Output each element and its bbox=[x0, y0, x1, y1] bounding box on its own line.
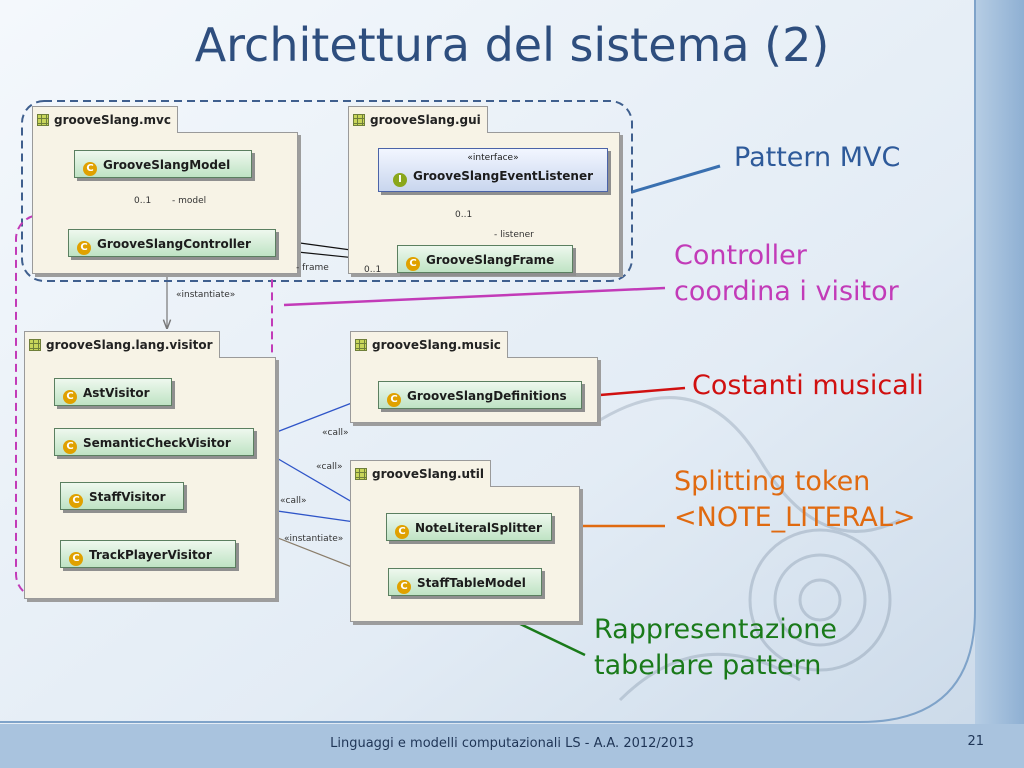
callout-rappresentazione-line2: tabellare pattern bbox=[594, 650, 822, 681]
package-icon bbox=[355, 339, 367, 351]
package-gui-tab: grooveSlang.gui bbox=[348, 106, 488, 133]
edge-label-call-staff-splitter: «call» bbox=[280, 496, 307, 506]
class-icon: C bbox=[395, 525, 409, 539]
class-icon: C bbox=[406, 257, 420, 271]
class-name: NoteLiteralSplitter bbox=[415, 521, 542, 535]
edge-label-call-semantic-splitter: «call» bbox=[316, 462, 343, 472]
slide-title: Architettura del sistema (2) bbox=[194, 18, 830, 72]
slide-page-number: 21 bbox=[967, 734, 984, 749]
package-music-label: grooveSlang.music bbox=[372, 338, 501, 352]
class-icon: C bbox=[63, 440, 77, 454]
package-visitor-tab: grooveSlang.lang.visitor bbox=[24, 331, 220, 358]
callout-rappresentazione-line1: Rappresentazione bbox=[594, 614, 837, 645]
edge-label-model-multiplicity: 0..1 bbox=[134, 196, 152, 206]
class-groove-slang-controller: C GrooveSlangController bbox=[68, 229, 276, 257]
callout-pattern-mvc: Pattern MVC bbox=[734, 140, 900, 176]
leader-mvc bbox=[631, 164, 721, 194]
callout-costanti-musicali: Costanti musicali bbox=[692, 368, 924, 404]
footer-band bbox=[0, 724, 1024, 768]
class-name: GrooveSlangDefinitions bbox=[407, 389, 567, 403]
interface-stereotype: «interface» bbox=[467, 153, 519, 163]
package-util-body bbox=[350, 486, 580, 622]
class-name: GrooveSlangFrame bbox=[426, 253, 555, 267]
class-icon: C bbox=[63, 390, 77, 404]
callout-pattern-mvc-text: Pattern MVC bbox=[734, 142, 901, 173]
class-semantic-check-visitor: C SemanticCheckVisitor bbox=[54, 428, 254, 456]
decorative-swirl bbox=[599, 396, 901, 702]
slide-panel-curve bbox=[0, 0, 976, 723]
callout-controller-line2: coordina i visitor bbox=[674, 276, 899, 307]
class-groove-slang-model: C GrooveSlangModel bbox=[74, 150, 252, 178]
interface-name: GrooveSlangEventListener bbox=[412, 169, 594, 183]
class-name: GrooveSlangModel bbox=[103, 158, 231, 172]
leader-controller bbox=[283, 286, 666, 307]
edge-label-frame-multiplicity: 0..1 bbox=[364, 265, 382, 275]
class-name: GrooveSlangController bbox=[97, 237, 251, 251]
class-groove-slang-definitions: C GrooveSlangDefinitions bbox=[378, 381, 582, 409]
class-note-literal-splitter: C NoteLiteralSplitter bbox=[386, 513, 552, 541]
class-track-player-visitor: C TrackPlayerVisitor bbox=[60, 540, 236, 568]
edge-label-listener-role: - listener bbox=[494, 230, 534, 240]
edge-label-call-definitions: «call» bbox=[322, 428, 349, 438]
class-icon: C bbox=[77, 241, 91, 255]
package-util-label: grooveSlang.util bbox=[372, 467, 485, 481]
class-staff-visitor: C StaffVisitor bbox=[60, 482, 184, 510]
package-icon bbox=[353, 114, 365, 126]
package-music-tab: grooveSlang.music bbox=[350, 331, 508, 358]
interface-groove-slang-event-listener: «interface» I GrooveSlangEventListener bbox=[378, 148, 608, 192]
class-icon: C bbox=[69, 494, 83, 508]
class-ast-visitor: C AstVisitor bbox=[54, 378, 172, 406]
callout-splitting-token: Splitting token <NOTE_LITERAL> bbox=[674, 464, 915, 536]
edge-label-frame-role: - frame bbox=[296, 263, 329, 273]
class-name: StaffTableModel bbox=[417, 576, 526, 590]
class-name: StaffVisitor bbox=[89, 490, 166, 504]
callout-controller-line1: Controller bbox=[674, 240, 807, 271]
class-staff-table-model: C StaffTableModel bbox=[388, 568, 542, 596]
class-groove-slang-frame: C GrooveSlangFrame bbox=[397, 245, 573, 273]
package-mvc-tab: grooveSlang.mvc bbox=[32, 106, 178, 133]
edge-label-instantiate-tablemodel: «instantiate» bbox=[284, 534, 344, 544]
slide-footer: Linguaggi e modelli computazionali LS - … bbox=[330, 736, 694, 751]
leader-definitions bbox=[587, 386, 686, 398]
interface-icon: I bbox=[392, 173, 407, 187]
class-name: AstVisitor bbox=[83, 386, 150, 400]
class-name: SemanticCheckVisitor bbox=[83, 436, 231, 450]
class-icon: C bbox=[69, 552, 83, 566]
callout-splitting-line1: Splitting token bbox=[674, 466, 871, 497]
edge-label-listener-multiplicity: 0..1 bbox=[455, 210, 473, 220]
class-icon: C bbox=[387, 393, 401, 407]
class-name: TrackPlayerVisitor bbox=[89, 548, 212, 562]
class-icon: C bbox=[397, 580, 411, 594]
callout-rappresentazione: Rappresentazione tabellare pattern bbox=[594, 612, 837, 684]
class-icon: C bbox=[83, 162, 97, 176]
package-mvc-label: grooveSlang.mvc bbox=[54, 113, 171, 127]
callout-splitting-line2: <NOTE_LITERAL> bbox=[674, 502, 916, 533]
callout-controller: Controller coordina i visitor bbox=[674, 238, 899, 310]
package-icon bbox=[37, 114, 49, 126]
package-icon bbox=[355, 468, 367, 480]
package-gui-label: grooveSlang.gui bbox=[370, 113, 481, 127]
package-icon bbox=[29, 339, 41, 351]
package-util-tab: grooveSlang.util bbox=[350, 460, 492, 487]
package-visitor-label: grooveSlang.lang.visitor bbox=[46, 338, 213, 352]
edge-label-instantiate-controller: «instantiate» bbox=[176, 290, 236, 300]
edge-label-model-role: - model bbox=[172, 196, 207, 206]
right-sidebar-band bbox=[975, 0, 1024, 768]
callout-costanti-musicali-text: Costanti musicali bbox=[692, 370, 924, 401]
